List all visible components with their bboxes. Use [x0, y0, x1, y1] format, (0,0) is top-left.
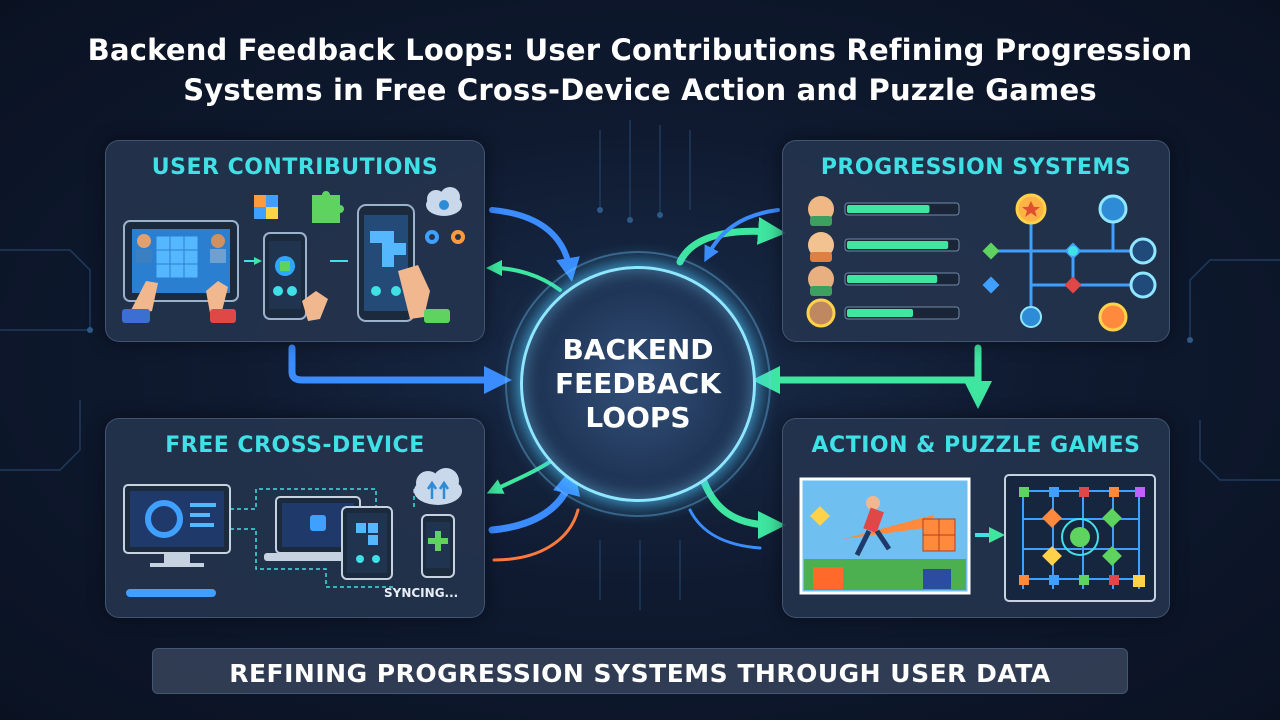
cloud-sync-icon	[414, 468, 462, 505]
hand-icon	[122, 281, 236, 323]
arrow-orange	[492, 508, 580, 562]
page-title: Backend Feedback Loops: User Contributio…	[20, 30, 1260, 110]
title-line-1: Backend Feedback Loops: User Contributio…	[87, 33, 1193, 67]
phone-icon	[263, 232, 328, 321]
cloud-sync-icon	[426, 187, 462, 216]
hub-ring	[505, 251, 771, 517]
tablet-icon	[123, 220, 239, 302]
progression-systems-illustration	[806, 193, 1157, 332]
arrow-uc-down-to-hub	[288, 344, 512, 394]
action-puzzle-illustration	[799, 474, 1156, 602]
puzzle-piece-icon	[254, 191, 344, 223]
puzzle-board	[1004, 474, 1156, 602]
skill-tree	[991, 209, 1143, 317]
progress-bars	[844, 202, 960, 320]
gear-icon	[425, 230, 465, 244]
phone-icon-2	[357, 204, 450, 323]
tablet-icon	[341, 506, 393, 580]
user-contributions-illustration	[122, 187, 465, 323]
hub-label: BACKEND FEEDBACK LOOPS	[530, 333, 746, 435]
progress-bar-fill	[847, 241, 949, 249]
arrow-hub-to-ps	[676, 216, 786, 266]
action-game-scene	[799, 477, 971, 595]
title-line-2: Systems in Free Cross-Device Action and …	[183, 73, 1097, 107]
user-contributions-title: USER CONTRIBUTIONS	[151, 155, 439, 180]
cross-device-panel: FREE CROSS-DEVICE	[105, 418, 485, 618]
avatar-list	[806, 196, 836, 328]
progression-systems-panel: PROGRESSION SYSTEMS	[782, 140, 1170, 342]
action-puzzle-panel: ACTION & PUZZLE GAMES	[782, 418, 1170, 618]
monitor-icon	[123, 484, 231, 567]
progress-bar-fill	[847, 309, 913, 317]
action-puzzle-title: ACTION & PUZZLE GAMES	[811, 433, 1141, 458]
star-badge-icon	[982, 193, 1157, 332]
backend-hub	[520, 266, 756, 502]
hub-label-line-2: FEEDBACK	[555, 367, 721, 400]
progress-bar-fill	[847, 275, 938, 283]
cross-device-illustration	[123, 468, 462, 597]
footer-banner: REFINING PROGRESSION SYSTEMS THROUGH USE…	[152, 648, 1128, 694]
hub-label-line-3: LOOPS	[585, 401, 691, 434]
arrow-ps-to-hub	[704, 208, 780, 263]
progression-systems-title: PROGRESSION SYSTEMS	[820, 155, 1132, 180]
syncing-status: SYNCING...	[384, 586, 459, 600]
progress-bar-fill	[847, 205, 930, 213]
hub-label-line-1: BACKEND	[562, 333, 714, 366]
user-contributions-panel: USER CONTRIBUTIONS	[105, 140, 485, 342]
phone-icon	[421, 514, 455, 578]
arrow-uc-to-hub	[489, 207, 580, 282]
footer-text: REFINING PROGRESSION SYSTEMS THROUGH USE…	[229, 659, 1051, 688]
cross-device-title: FREE CROSS-DEVICE	[165, 433, 425, 458]
